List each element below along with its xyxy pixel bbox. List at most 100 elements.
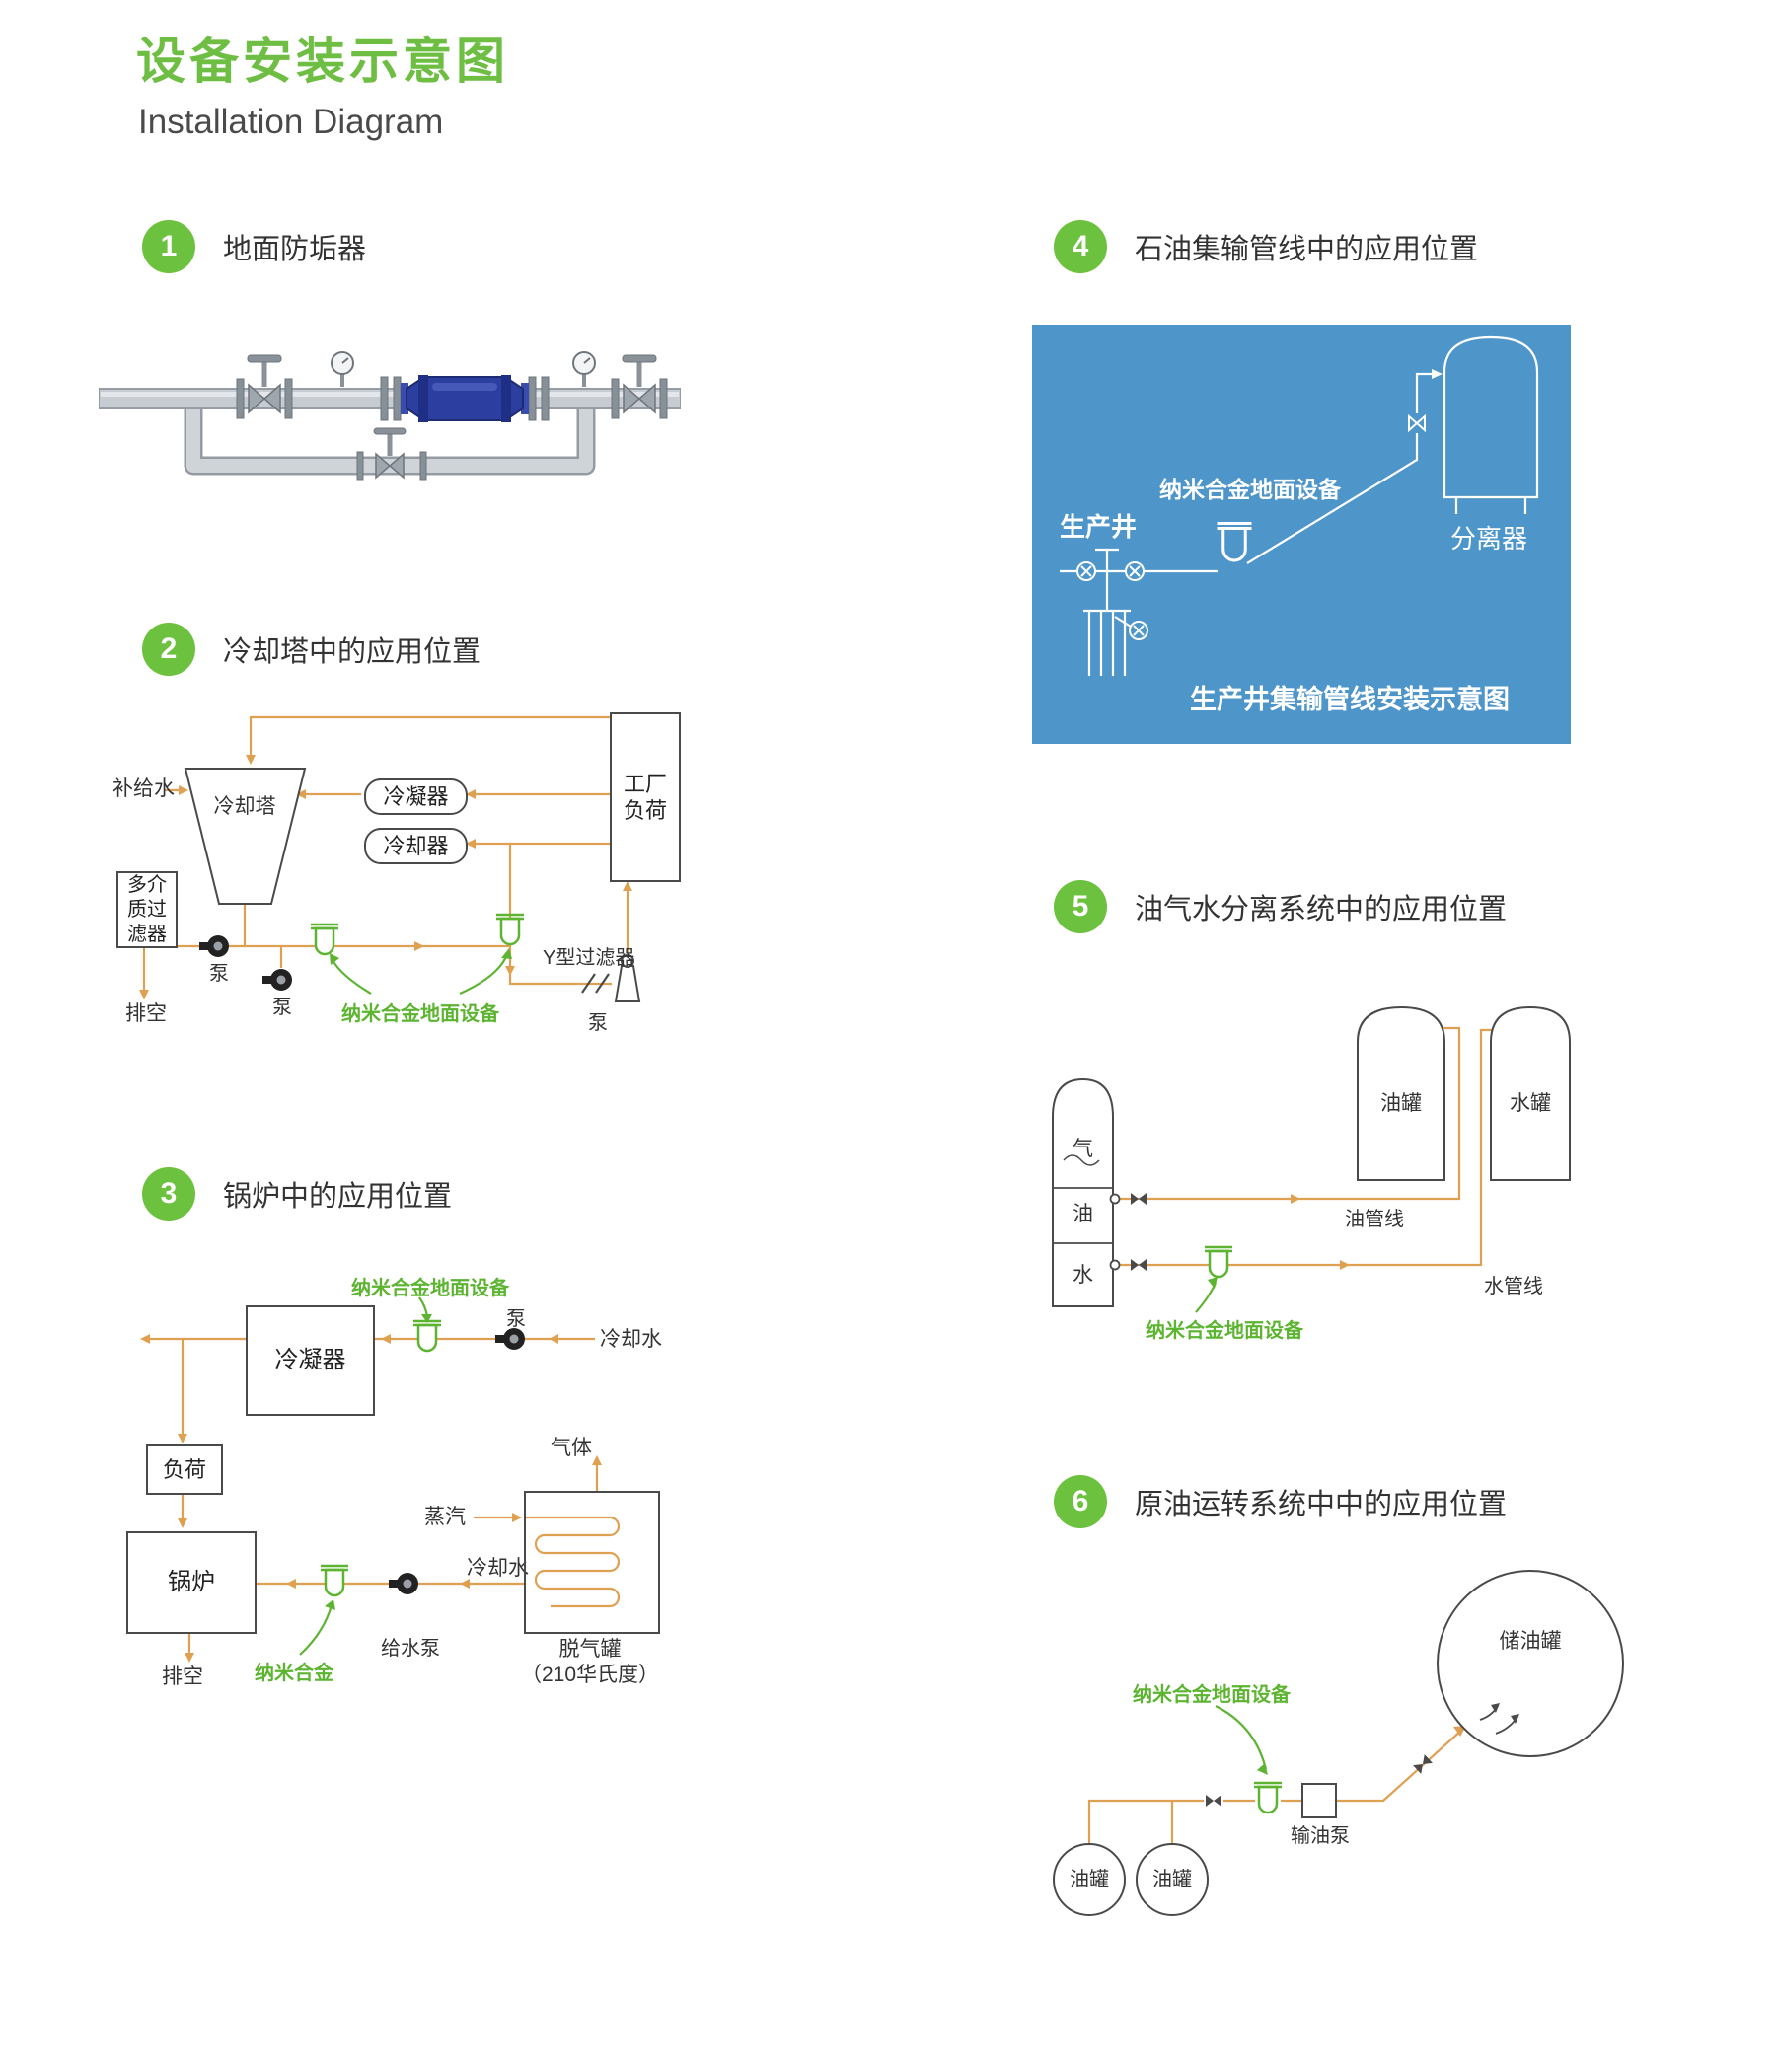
section-3-title: 锅炉中的应用位置 [223, 1181, 453, 1213]
pump3-label: 泵 [588, 1012, 608, 1034]
valve-icon [1131, 1259, 1147, 1271]
nano-device-icon [311, 923, 338, 956]
transfer-pump-label: 输油泵 [1291, 1825, 1350, 1847]
cooling-tower-art [139, 715, 642, 1002]
nano-device-label: 纳米合金地面设备 [1133, 1684, 1291, 1706]
oil-section-label: 油 [1073, 1203, 1093, 1225]
factory-load-box: 工厂 负荷 [610, 712, 681, 882]
separation-system-diagram: 气 油 水 油罐 水罐 油管线 水管线 纳米合金地面设备 [1040, 1000, 1578, 1351]
pump-icon [262, 969, 292, 991]
nano-device-icon [1254, 1781, 1282, 1814]
water-tank-shape [1490, 1005, 1571, 1181]
steam-label: 蒸汽 [424, 1506, 466, 1528]
nano-device-icon [1205, 1245, 1232, 1279]
section-5-header: 5 油气水分离系统中的应用位置 [1054, 880, 1507, 933]
section-2-badge: 2 [142, 623, 195, 676]
pump-label: 泵 [506, 1308, 526, 1330]
page-title: 设备安装示意图 [136, 34, 509, 89]
y-strainer-icon [581, 973, 610, 994]
section-1-header: 1 地面防垢器 [142, 220, 366, 273]
nano-alloy-label: 纳米合金 [255, 1663, 333, 1684]
pipeline-art [1060, 335, 1539, 676]
pump-icon [495, 1328, 525, 1350]
section-2-title: 冷却塔中的应用位置 [223, 636, 481, 668]
separator-column-shape [1052, 1077, 1114, 1307]
pipe-assembly-art [99, 351, 681, 481]
condenser-box: 冷凝器 [364, 778, 468, 815]
oil-tank1-label: 油罐 [1070, 1869, 1109, 1890]
anti-scaling-device-icon [401, 375, 529, 422]
section-4-title: 石油集输管线中的应用位置 [1135, 234, 1479, 265]
crude-transfer-diagram: 纳米合金地面设备 储油罐 输油泵 油罐 油罐 [1040, 1564, 1642, 1934]
pipeline-caption: 生产井集输管线安装示意图 [1190, 685, 1510, 714]
nano-device-icon [496, 913, 524, 946]
nano-pointer-arrow [1215, 1705, 1268, 1770]
pump2-label: 泵 [272, 997, 292, 1018]
oil-line-label: 油管线 [1345, 1209, 1404, 1230]
page-subtitle: Installation Diagram [138, 103, 444, 141]
section-6-header: 6 原油运转系统中中的应用位置 [1054, 1475, 1507, 1528]
section-6-title: 原油运转系统中中的应用位置 [1135, 1489, 1508, 1520]
nano-device-label: 纳米合金地面设备 [341, 1003, 499, 1025]
oil-tank-label: 油罐 [1380, 1092, 1422, 1115]
water-line-label: 水管线 [1484, 1276, 1543, 1297]
section-3-header: 3 锅炉中的应用位置 [142, 1167, 452, 1221]
nano-device-label: 纳米合金地面设备 [1146, 1320, 1303, 1342]
section-5-title: 油气水分离系统中的应用位置 [1135, 894, 1508, 925]
separation-art [1052, 1005, 1571, 1313]
pipe-assembly-diagram [99, 332, 681, 494]
pipeline-photo-diagram: 纳米合金地面设备 生产井 分离器 生产井集输管线安装示意图 [1032, 325, 1571, 744]
section-5-badge: 5 [1054, 880, 1107, 933]
nano-device-icon [1217, 522, 1252, 562]
pipeline-valve-icon [1408, 413, 1426, 433]
load-box: 负荷 [146, 1444, 223, 1495]
nano-device-label: 纳米合金地面设备 [351, 1278, 509, 1299]
oil-tank2-label: 油罐 [1152, 1869, 1192, 1890]
storage-tank-label: 储油罐 [1499, 1630, 1562, 1653]
valve-icon [1413, 1754, 1433, 1774]
gas-section-label: 气 [1073, 1138, 1093, 1160]
drain-label: 排空 [162, 1665, 203, 1688]
boiler-art [140, 1296, 621, 1663]
nano-pointer-arrows [332, 953, 509, 996]
section-4-header: 4 石油集输管线中的应用位置 [1054, 220, 1478, 273]
makeup-water-label: 补给水 [112, 777, 175, 800]
pressure-gauge-icon [331, 351, 354, 387]
boiler-box: 锅炉 [126, 1531, 257, 1634]
bypass-valve-icon [373, 427, 407, 480]
gate-valve-icon [247, 354, 282, 414]
section-6-badge: 6 [1054, 1475, 1107, 1528]
cooler-box: 冷却器 [364, 828, 468, 864]
gate-valve-icon [622, 354, 657, 414]
water-tank-label: 水罐 [1510, 1092, 1551, 1115]
nano-device-icon [413, 1319, 441, 1353]
drain-label: 排空 [125, 1002, 167, 1025]
production-well-label: 生产井 [1060, 512, 1138, 542]
valve-icon [1131, 1193, 1147, 1205]
gas-label: 气体 [551, 1437, 592, 1459]
section-1-badge: 1 [142, 220, 195, 273]
nano-device-label: 纳米合金地面设备 [1159, 477, 1341, 502]
section-3-badge: 3 [142, 1167, 195, 1221]
nano-pointer-arrow [1195, 1282, 1218, 1313]
section-2-header: 2 冷却塔中的应用位置 [142, 623, 481, 676]
cooling-tower-shape [184, 768, 307, 905]
section-4-badge: 4 [1054, 220, 1107, 273]
cooling-water-label: 冷却水 [467, 1557, 529, 1580]
degasser-box [524, 1491, 660, 1634]
oil-tank-shape [1053, 1843, 1126, 1916]
pump1-label: 泵 [209, 963, 229, 985]
condenser-box: 冷凝器 [246, 1305, 375, 1416]
media-filter-box: 多介 质过 滤器 [116, 871, 178, 948]
cooling-tower-label: 冷却塔 [213, 795, 276, 818]
cooling-water-in-label: 冷却水 [600, 1328, 662, 1351]
cooling-tower-diagram: 补给水 冷却塔 冷凝器 冷却器 工厂 负荷 多介 质过 滤器 排空 泵 泵 泵 … [112, 705, 685, 1051]
section-1-title: 地面防垢器 [223, 234, 367, 265]
oil-tank-shape [1136, 1843, 1209, 1916]
feed-pump-label: 给水泵 [381, 1638, 440, 1660]
wellhead-valve-icon [1076, 561, 1096, 581]
degasser-label: 脱气罐 （210华氏度） [520, 1638, 660, 1687]
nano-device-icon [321, 1564, 348, 1597]
feedwater-pump-icon [389, 1573, 418, 1594]
